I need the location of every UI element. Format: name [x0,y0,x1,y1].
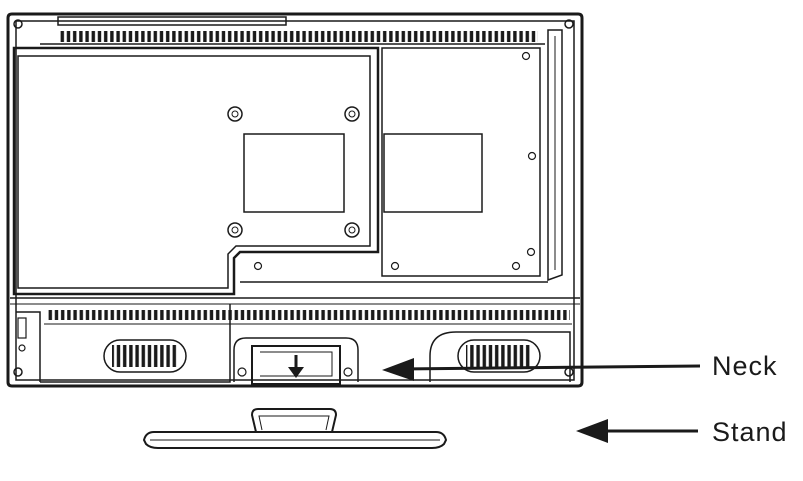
right-speaker-grille [429,331,571,382]
top-vent-slots [40,16,545,45]
neck-label: Neck [712,351,778,381]
right-side-rail [547,29,563,282]
stand-label: Stand [712,417,788,447]
bottom-vent-slots [44,310,572,325]
vesa-mount-area [227,106,360,271]
stand-pointer [576,419,698,443]
main-cover-plate [12,46,380,296]
lower-frame [10,281,580,383]
right-cover-section [381,47,541,277]
left-speaker-grille [103,339,187,373]
tv-back-panel [6,12,584,388]
down-arrow-icon [288,355,304,378]
neck-pointer [382,358,701,381]
stand-base [142,408,448,449]
